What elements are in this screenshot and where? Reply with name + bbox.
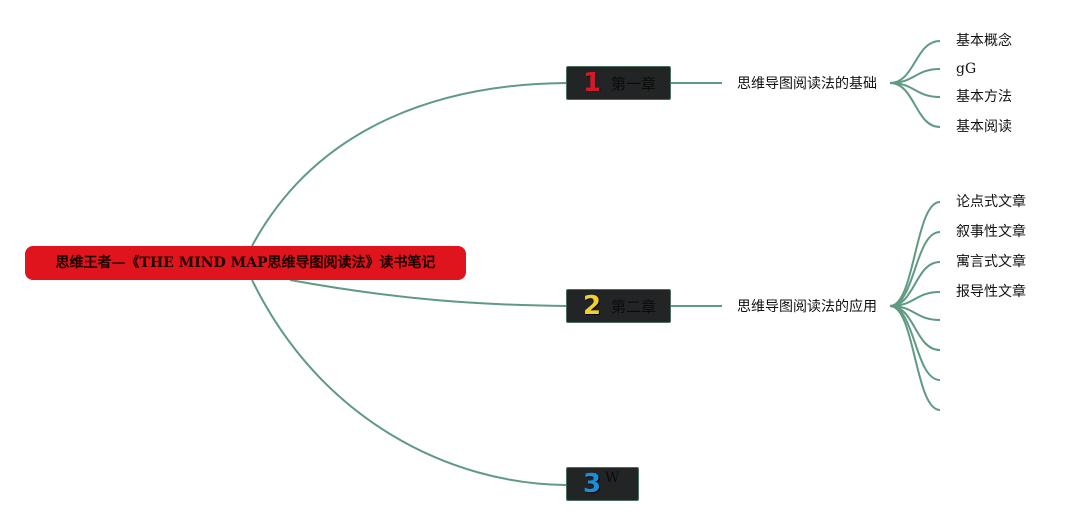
chapter-3-number-icon: 3	[582, 469, 602, 499]
chapter-2-label: 第二章	[611, 297, 657, 316]
subtopic-basics[interactable]: 思维导图阅读法的基础	[737, 76, 877, 92]
chapter-1-topic[interactable]: 1 第一章	[566, 66, 671, 100]
link-root-ch1	[251, 82, 567, 247]
leaf-gg[interactable]: gG	[956, 61, 977, 77]
chapter-3-topic[interactable]: 3 W	[566, 467, 639, 501]
chapter-1-label: 第一章	[611, 74, 657, 93]
chapter-2-number-icon: 2	[582, 291, 602, 321]
link-root-ch3	[251, 279, 567, 486]
leaf-basic-reading[interactable]: 基本阅读	[956, 119, 1012, 135]
leaf-basic-concepts[interactable]: 基本概念	[956, 33, 1012, 49]
link-sub2-leaf2	[889, 231, 941, 307]
link-sub1-leaf4	[889, 82, 941, 128]
subtopic-applications[interactable]: 思维导图阅读法的应用	[737, 299, 877, 315]
leaf-reportage[interactable]: 报导性文章	[956, 284, 1026, 300]
leaf-argumentative[interactable]: 论点式文章	[956, 194, 1026, 210]
link-sub2-leaf7	[889, 305, 941, 381]
leaf-basic-methods[interactable]: 基本方法	[956, 89, 1012, 105]
root-topic[interactable]: 思维王者—《THE MIND MAP思维导图阅读法》读书笔记	[25, 246, 466, 280]
chapter-1-number-icon: 1	[582, 68, 602, 98]
link-root-ch2	[289, 279, 567, 307]
link-sub2-leaf1	[889, 201, 941, 307]
chapter-3-label: W	[605, 470, 620, 486]
link-sub2-leaf8	[889, 305, 941, 411]
chapter-2-topic[interactable]: 2 第二章	[566, 289, 671, 323]
leaf-narrative[interactable]: 叙事性文章	[956, 224, 1026, 240]
leaf-fable[interactable]: 寓言式文章	[956, 254, 1026, 270]
